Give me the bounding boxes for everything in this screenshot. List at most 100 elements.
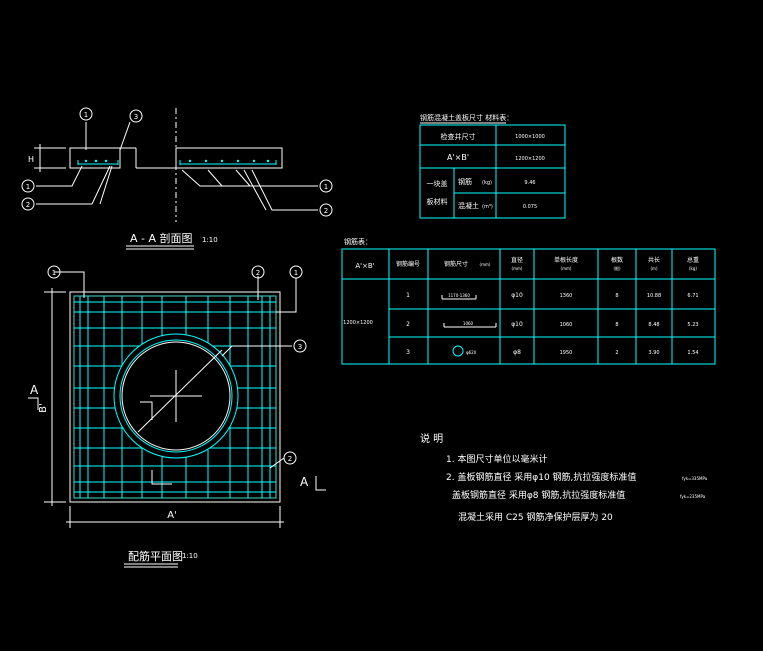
rebar-total: 3.90 bbox=[648, 350, 659, 356]
leader bbox=[119, 121, 131, 151]
callout-bubble bbox=[21, 197, 35, 211]
table1-value: 1000×1000 bbox=[515, 134, 545, 140]
header-cell: 直径 bbox=[511, 256, 523, 264]
rebar-count: 2 bbox=[615, 350, 618, 356]
rebar-len: 1360 bbox=[560, 293, 573, 299]
note-line: 盖板钢筋直径 采用φ8 钢筋,抗拉强度标准值 bbox=[452, 489, 625, 501]
ring-rebar-symbol bbox=[452, 345, 464, 357]
dim-a-label: A' bbox=[167, 510, 177, 521]
callout-2: 2 bbox=[288, 455, 292, 463]
callout-bubble bbox=[319, 179, 333, 193]
table1-label: 检查井尺寸 bbox=[441, 132, 476, 141]
section-scale: 1:10 bbox=[202, 236, 218, 244]
callout-bubble bbox=[293, 339, 307, 353]
header-cell: A'×B' bbox=[355, 262, 374, 270]
table1-label: A'×B' bbox=[447, 153, 469, 162]
rebar-table: 钢筋表： A'×B' 钢筋编号 钢筋尺寸 (mm) 直径 (mm) 单根长度 (… bbox=[341, 237, 716, 365]
plan-view: A' B' A A 1 2 1 3 2 配筋平面图 1:10 bbox=[28, 265, 326, 568]
notes: 说 明 1. 本图尺寸单位以毫米计 2. 盖板钢筋直径 采用φ10 钢筋,抗拉强… bbox=[420, 432, 708, 523]
callout-1: 1 bbox=[52, 269, 56, 277]
plan-title: 配筋平面图 bbox=[128, 549, 183, 563]
callout-bubble bbox=[319, 203, 333, 217]
table1-value: 9.46 bbox=[524, 180, 535, 186]
callout-1: 1 bbox=[294, 269, 298, 277]
callout-1: 1 bbox=[26, 183, 30, 191]
table1-group: 一块盖 bbox=[427, 179, 448, 188]
callout-1: 1 bbox=[84, 111, 88, 119]
table1-value: 1200×1200 bbox=[515, 156, 545, 162]
callout-bubble bbox=[289, 265, 303, 279]
material-table: 钢筋混凝土盖板尺寸 材料表： 检查井尺寸 1000×1000 A'×B' 120… bbox=[419, 113, 566, 219]
table1-title: 钢筋混凝土盖板尺寸 材料表： bbox=[420, 113, 513, 122]
callout-1: 1 bbox=[324, 183, 328, 191]
table1-group: 板材料 bbox=[427, 197, 448, 206]
header-unit: (根) bbox=[613, 265, 621, 271]
rebar-weight: 5.23 bbox=[687, 322, 698, 328]
leader bbox=[251, 169, 318, 211]
callout-bubble bbox=[283, 451, 297, 465]
header-unit: (m) bbox=[650, 266, 657, 271]
leader bbox=[243, 169, 267, 211]
table1-label: 钢筋 bbox=[458, 177, 472, 186]
leader bbox=[99, 165, 113, 205]
rebar-len: 1950 bbox=[560, 350, 573, 356]
table1-unit: (m³) bbox=[482, 204, 493, 210]
rebar-count: 8 bbox=[615, 293, 618, 299]
rebar-shape-label: 1170-1360 bbox=[448, 293, 470, 298]
callout-bubble bbox=[47, 265, 61, 279]
table2-title: 钢筋表： bbox=[344, 237, 372, 246]
rebar-weight: 6.71 bbox=[687, 293, 698, 299]
callout-bubble bbox=[129, 109, 143, 123]
corner-mark bbox=[140, 401, 153, 420]
note-line: 1. 本图尺寸单位以毫米计 bbox=[446, 453, 547, 465]
header-unit: (mm) bbox=[561, 266, 572, 271]
leader bbox=[207, 169, 223, 187]
header-unit: (mm) bbox=[512, 266, 523, 271]
table1-value: 0.075 bbox=[523, 204, 537, 210]
callout-2: 2 bbox=[26, 201, 30, 209]
callout-2: 2 bbox=[324, 207, 328, 215]
header-cell: 共长 bbox=[648, 256, 660, 264]
callout-2: 2 bbox=[256, 269, 260, 277]
notes-heading: 说 明 bbox=[420, 432, 443, 445]
leader bbox=[54, 271, 85, 298]
rebar-shape-label: 1060 bbox=[463, 321, 474, 326]
header-unit: (kg) bbox=[689, 266, 697, 271]
leader bbox=[269, 457, 285, 469]
slab-outline bbox=[69, 291, 281, 503]
rebar-no: 3 bbox=[406, 349, 410, 356]
callout-3: 3 bbox=[134, 113, 138, 121]
note-strength: fyk=335MPa bbox=[682, 476, 708, 481]
merged-size: 1200×1200 bbox=[343, 320, 373, 326]
header-cell: 单根长度 bbox=[554, 256, 578, 264]
note-line: 2. 盖板钢筋直径 采用φ10 钢筋,抗拉强度标准值 bbox=[446, 471, 636, 483]
slab-right bbox=[175, 147, 283, 169]
rebar-dia: φ8 bbox=[513, 349, 521, 356]
rebar-count: 8 bbox=[615, 322, 618, 328]
plan-scale: 1:10 bbox=[182, 552, 198, 560]
rebar-len: 1060 bbox=[560, 322, 573, 328]
cut-mark-label: A bbox=[300, 475, 309, 489]
rebar-no: 2 bbox=[406, 321, 410, 328]
callout-3: 3 bbox=[298, 343, 302, 351]
rebar-dia: φ10 bbox=[511, 292, 523, 299]
slab-inner bbox=[73, 295, 277, 499]
rebar-shape-label: φ620 bbox=[466, 350, 477, 355]
leader bbox=[36, 165, 83, 187]
rebar-total: 8.48 bbox=[648, 322, 659, 328]
callout-bubble bbox=[79, 107, 93, 121]
note-strength: fyk=235MPa bbox=[680, 494, 706, 499]
header-cell: 根数 bbox=[611, 256, 623, 264]
header-cell: 总重 bbox=[687, 256, 699, 264]
callout-bubble bbox=[251, 265, 265, 279]
rebar-total: 10.88 bbox=[647, 293, 661, 299]
leader bbox=[221, 345, 292, 357]
table1-label: 混凝土 bbox=[458, 201, 479, 210]
leader bbox=[181, 169, 318, 187]
section-title: A - A 剖面图 bbox=[130, 231, 193, 245]
header-unit: (mm) bbox=[480, 262, 491, 267]
rebar-weight: 1.54 bbox=[687, 350, 698, 356]
dim-b-label: B' bbox=[38, 403, 49, 413]
cut-mark-right bbox=[315, 476, 326, 491]
note-line: 混凝土采用 C25 钢筋净保护层厚为 20 bbox=[458, 511, 613, 523]
